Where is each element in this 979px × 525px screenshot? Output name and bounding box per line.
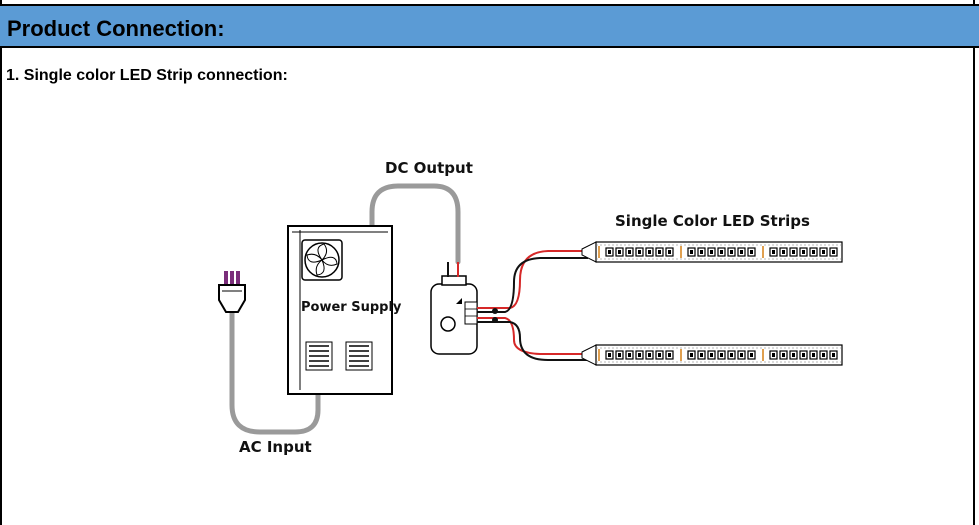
power-supply-label: Power Supply [301,300,402,315]
ac-plug-icon [218,271,246,313]
fan-icon [301,239,343,281]
section-title: 1. Single color LED Strip connection: [6,67,288,84]
ac-input-label: AC Input [239,438,312,456]
section-header: Product Connection: [0,4,979,48]
led-strip-icon [581,344,843,366]
dc-cable [369,183,461,265]
header-title: Product Connection: [7,16,225,41]
led-strip-bottom [581,344,843,366]
led-strip-top [581,241,843,263]
output-wires [477,250,588,361]
ac-cable [229,309,321,435]
dc-output-label: DC Output [385,159,473,177]
knob-icon [440,298,462,332]
led-strips-label: Single Color LED Strips [615,212,810,230]
power-supply-vents [305,341,373,371]
led-strip-icon [581,241,843,263]
controller [430,262,478,355]
